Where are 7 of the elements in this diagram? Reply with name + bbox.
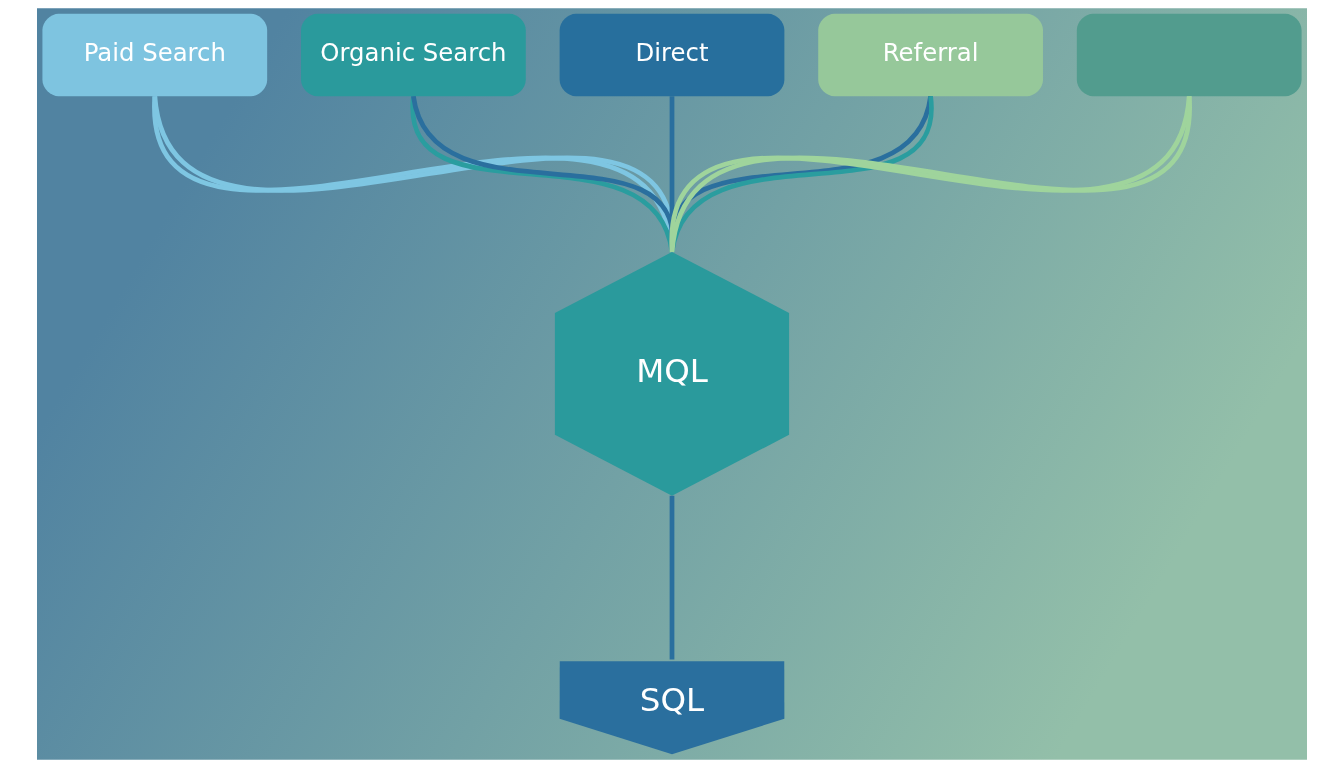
- node-box: Referral: [818, 13, 1043, 97]
- node-box: Organic Search: [301, 13, 526, 97]
- node-box: Direct: [559, 13, 785, 97]
- connector: [152, 95, 675, 253]
- connector: [669, 495, 675, 660]
- node-box: [1076, 13, 1302, 97]
- node-box: Paid Search: [42, 13, 268, 97]
